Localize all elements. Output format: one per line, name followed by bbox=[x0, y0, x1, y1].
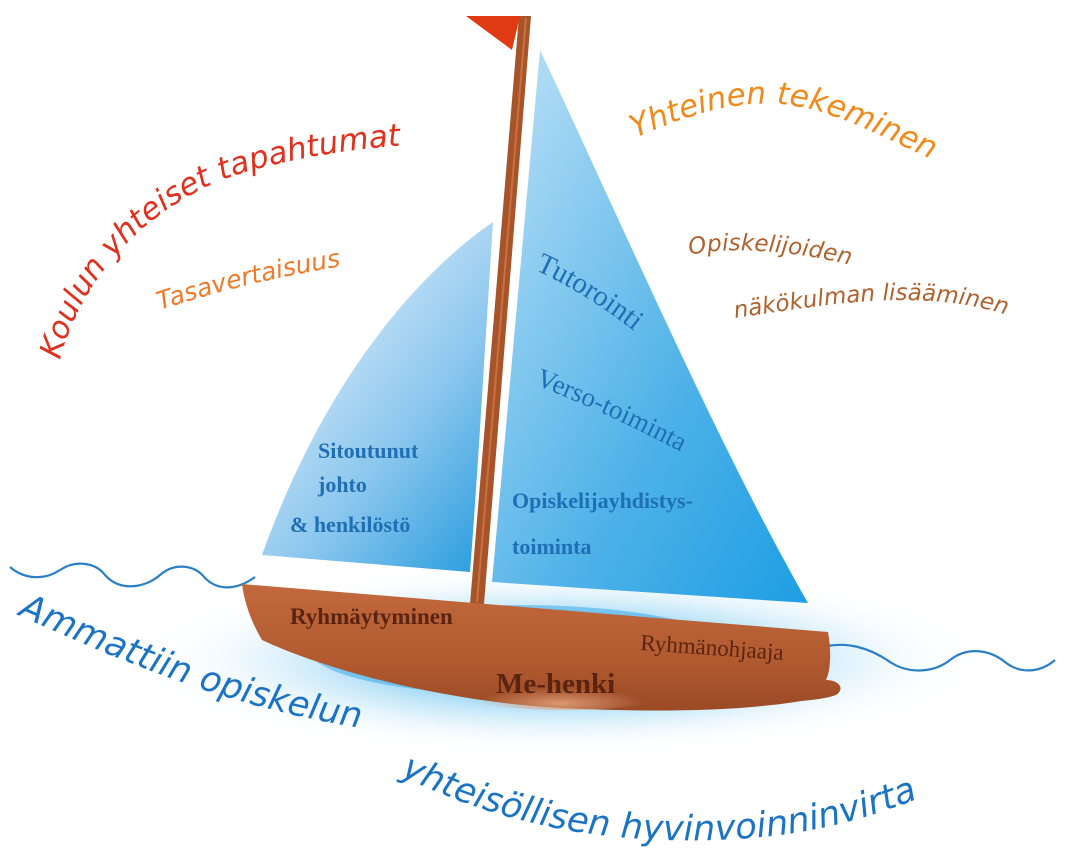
label-left-sail-line1: Sitoutunut bbox=[318, 438, 419, 463]
right-sail bbox=[492, 50, 808, 603]
label-spirit: Me-henki bbox=[496, 668, 615, 700]
wave-line-right bbox=[819, 643, 1056, 672]
flag bbox=[466, 16, 520, 50]
label-left-sail-line2: johto bbox=[317, 472, 367, 497]
label-students-line1: Opiskelijoiden bbox=[686, 230, 855, 271]
label-union-line2: toiminta bbox=[512, 534, 591, 559]
label-equality: Tasavertaisuus bbox=[153, 244, 342, 316]
label-union-line1: Opiskelijayhdistys- bbox=[512, 488, 693, 513]
label-together: Yhteinen tekeminen bbox=[624, 75, 943, 166]
label-events: Koulun yhteiset tapahtumat bbox=[33, 118, 403, 363]
mast-highlight bbox=[476, 17, 527, 603]
hull bbox=[242, 584, 841, 711]
label-grouping: Ryhmäytyminen bbox=[290, 604, 453, 629]
left-sail bbox=[262, 222, 493, 572]
label-water-line2: yhteisöllisen hyvinvoinninvirta bbox=[395, 747, 921, 850]
hull-highlight bbox=[445, 666, 685, 710]
wave-line-left bbox=[9, 562, 256, 589]
label-students-line2: näkökulman lisääminen bbox=[732, 280, 1012, 324]
label-left-sail-line3: & henkilöstö bbox=[290, 512, 410, 537]
